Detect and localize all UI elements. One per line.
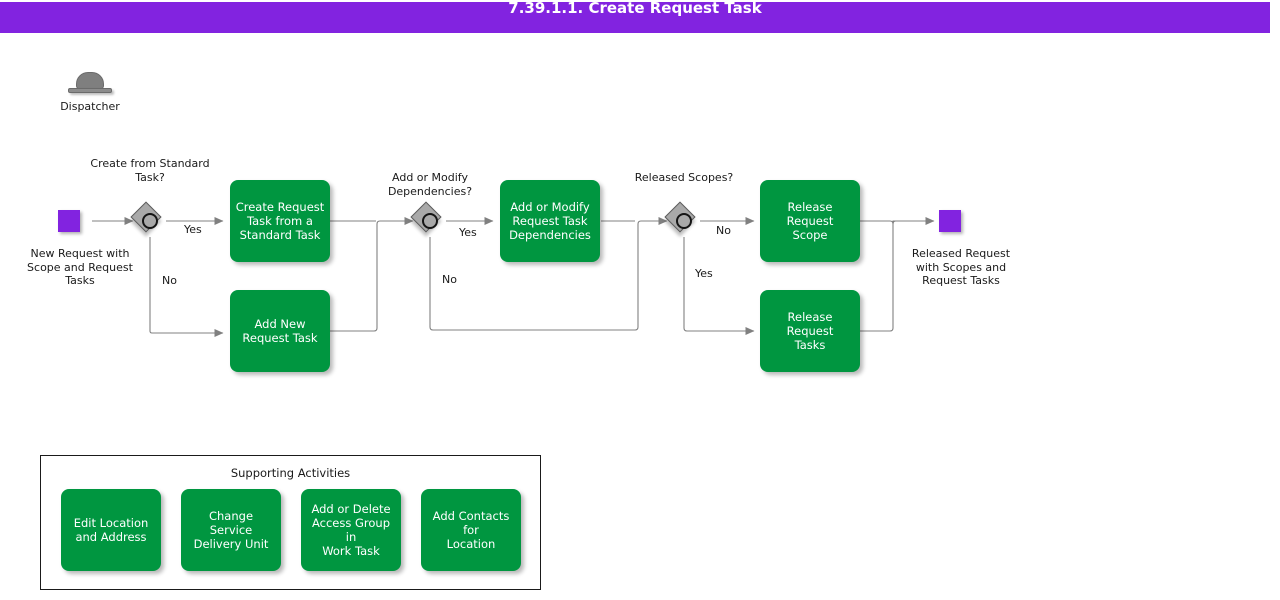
flow-gw3-yes-to-t5 <box>683 237 755 335</box>
flow-label-gw1-yes: Yes <box>184 223 202 236</box>
task-create-request-task-from-standard-task[interactable]: Create Request Task from a Standard Task <box>230 180 330 262</box>
end-event-marker <box>939 210 961 232</box>
role-dispatcher: Dispatcher <box>60 72 120 113</box>
gateway-inclusive-circle-icon <box>142 213 158 229</box>
gateway-inclusive-circle-icon <box>422 213 438 229</box>
page-header-banner: 7.39.1.1. Create Request Task <box>0 2 1270 33</box>
task-label: Add or Modify Request Task Dependencies <box>509 200 591 242</box>
task-label: Add New Request Task <box>242 317 318 345</box>
start-event-marker <box>58 210 80 232</box>
flow-label-gw3-no: No <box>716 224 731 237</box>
task-add-new-request-task[interactable]: Add New Request Task <box>230 290 330 372</box>
supporting-task-change-service-delivery-unit[interactable]: Change Service Delivery Unit <box>181 489 281 571</box>
supporting-task-edit-location-and-address[interactable]: Edit Location and Address <box>61 489 161 571</box>
task-label: Edit Location and Address <box>73 516 149 544</box>
task-label: Release Request Tasks <box>786 310 834 352</box>
end-event-label: Released Request with Scopes and Request… <box>911 247 1011 287</box>
task-release-request-scope[interactable]: Release Request Scope <box>760 180 860 262</box>
role-label: Dispatcher <box>60 100 120 113</box>
supporting-activities-title: Supporting Activities <box>230 466 351 480</box>
flow-gw1-no-to-t2 <box>149 237 224 337</box>
flow-t2-to-gw2 <box>330 217 414 332</box>
task-label: Add or Delete Access Group in Work Task <box>311 502 391 558</box>
page-title: 7.39.1.1. Create Request Task <box>508 2 762 17</box>
gateway-label: Released Scopes? <box>634 171 734 184</box>
flow-t4-to-end <box>860 217 935 225</box>
flow-label-gw2-no: No <box>442 273 457 286</box>
flow-label-gw1-no: No <box>162 274 177 287</box>
task-label: Add Contacts for Location <box>432 509 510 551</box>
gateway-inclusive-circle-icon <box>676 213 692 229</box>
task-release-request-tasks[interactable]: Release Request Tasks <box>760 290 860 372</box>
task-label: Release Request Scope <box>786 200 834 242</box>
gateway-label: Add or Modify Dependencies? <box>387 171 473 198</box>
supporting-activities-group: Supporting Activities Edit Location and … <box>40 455 541 590</box>
gateway-label: Create from Standard Task? <box>90 157 210 184</box>
task-label: Create Request Task from a Standard Task <box>235 200 325 242</box>
flow-label-gw3-yes: Yes <box>695 267 713 280</box>
hat-crown <box>76 72 104 89</box>
process-diagram: Dispatcher New Request with Scope and Re… <box>0 33 1280 600</box>
task-add-or-modify-request-task-dependencies[interactable]: Add or Modify Request Task Dependencies <box>500 180 600 262</box>
supporting-task-add-or-delete-access-group-in-work-task[interactable]: Add or Delete Access Group in Work Task <box>301 489 401 571</box>
task-label: Change Service Delivery Unit <box>193 509 269 551</box>
supporting-task-add-contacts-for-location[interactable]: Add Contacts for Location <box>421 489 521 571</box>
flow-label-gw2-yes: Yes <box>459 226 477 239</box>
bowler-hat-icon <box>68 72 112 98</box>
start-event-label: New Request with Scope and Request Tasks <box>27 247 133 287</box>
hat-brim <box>68 88 112 93</box>
